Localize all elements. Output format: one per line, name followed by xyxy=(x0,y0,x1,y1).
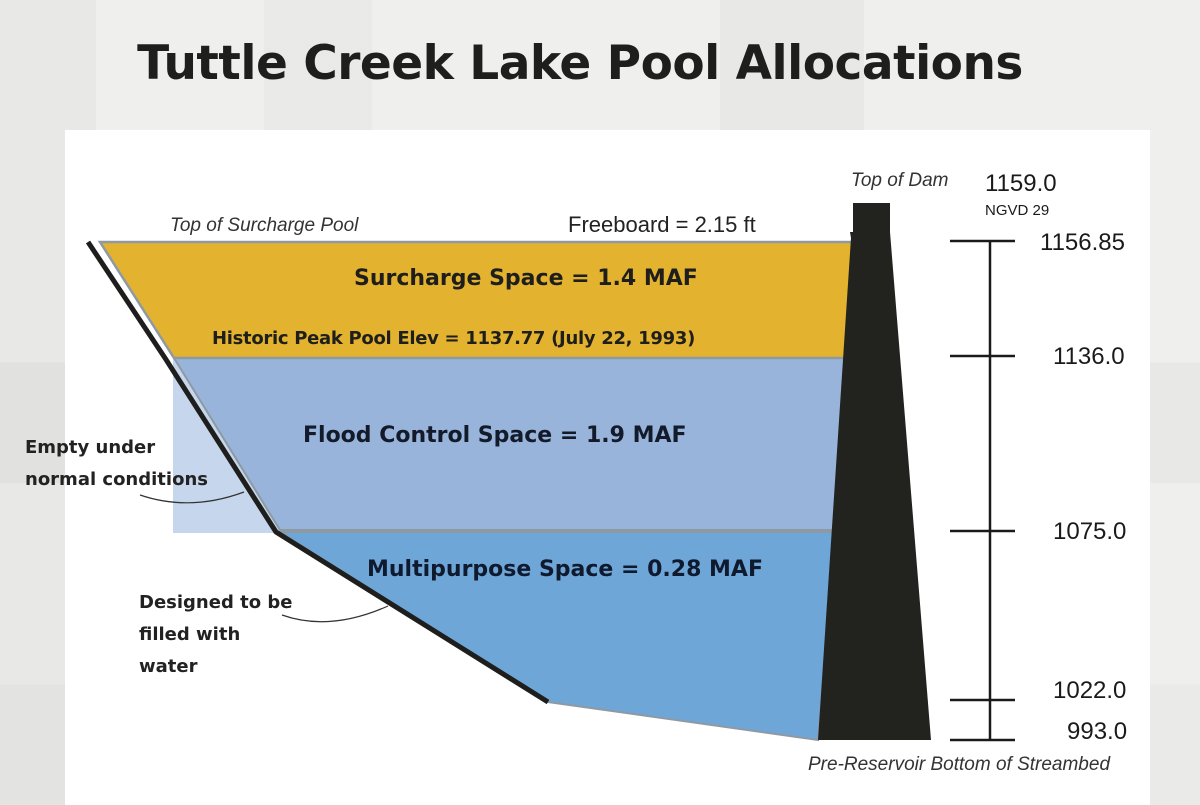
elev-1022: 1022.0 xyxy=(1053,677,1127,704)
historic-peak-label: Historic Peak Pool Elev = 1137.77 (July … xyxy=(212,328,696,349)
bank-highlight xyxy=(96,243,171,358)
empty-annotation-line1: Empty under xyxy=(25,437,156,458)
datum-label: NGVD 29 xyxy=(985,202,1050,219)
top-of-dam-label: Top of Dam xyxy=(851,170,949,191)
filled-annotation-line3: water xyxy=(139,656,198,677)
filled-annotation-line2: filled with xyxy=(139,624,241,645)
surcharge-space-label: Surcharge Space = 1.4 MAF xyxy=(354,266,698,291)
filled-annotation-arc xyxy=(281,605,389,623)
filled-annotation: Designed to be filled with water xyxy=(139,587,292,683)
freeboard-label: Freeboard = 2.15 ft xyxy=(568,212,756,237)
filled-annotation-line1: Designed to be xyxy=(139,592,293,613)
elev-top-of-dam: 1159.0 xyxy=(985,170,1057,197)
empty-annotation: Empty under normal conditions xyxy=(25,432,208,496)
multipurpose-space-label: Multipurpose Space = 0.28 MAF xyxy=(367,557,763,582)
page-title: Tuttle Creek Lake Pool Allocations xyxy=(137,36,1023,91)
elev-1075: 1075.0 xyxy=(1053,518,1127,545)
elev-1136: 1136.0 xyxy=(1053,343,1125,370)
streambed-label: Pre-Reservoir Bottom of Streambed xyxy=(808,754,1111,775)
elev-1156-85: 1156.85 xyxy=(1040,229,1125,256)
top-of-surcharge-label: Top of Surcharge Pool xyxy=(170,215,359,236)
elev-993: 993.0 xyxy=(1067,718,1128,745)
empty-annotation-arc xyxy=(139,491,245,504)
dam-icon xyxy=(818,203,931,740)
reservoir-bank-line xyxy=(85,240,550,705)
empty-annotation-line2: normal conditions xyxy=(25,469,208,490)
flood-control-space-label: Flood Control Space = 1.9 MAF xyxy=(303,423,687,448)
